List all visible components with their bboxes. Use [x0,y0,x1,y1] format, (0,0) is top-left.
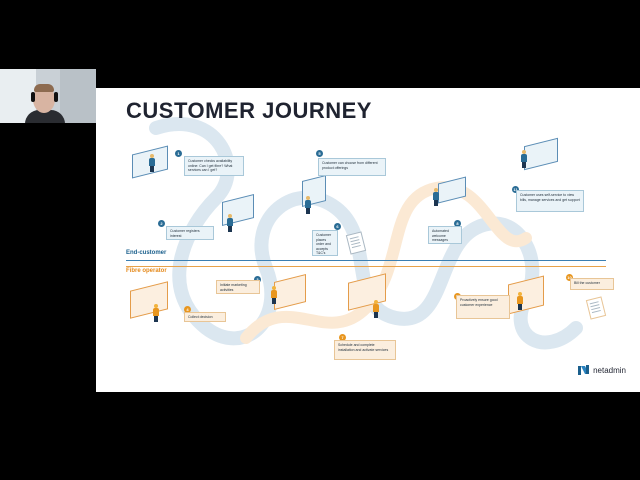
headset-icon [54,92,58,102]
step-label: Bill the customer [570,278,614,290]
presenter-hair [34,84,54,92]
lane-divider-fibre-operator [126,266,606,267]
step-number: 6 [334,223,341,230]
netadmin-logo-icon [578,365,590,375]
step-label: Customer uses self-service to view bills… [516,190,584,212]
customer-figure [148,154,156,172]
step-label: Schedule and complete installation and a… [334,340,396,360]
presenter-body [25,110,65,123]
lane-label-end-customer: End-customer [126,250,167,256]
step-number: 11 [512,186,519,193]
step-label: Initiate marketing activities [216,280,260,294]
background-path-decoration [149,117,583,350]
customer-figure [304,196,312,214]
presenter-head [33,86,55,113]
step-number: 3 [254,276,261,283]
customer-figure [226,214,234,232]
slide-title: CUSTOMER JOURNEY [126,98,372,123]
step-number: 8 [454,220,461,227]
step-number: 7 [339,334,346,341]
step-number: 5 [316,150,323,157]
step-label: Collect decision [184,312,226,322]
step-number: 2 [158,220,165,227]
step-label: Customer can choose from different produ… [318,158,386,176]
step-label: Customer registers interest [166,226,214,240]
brand-name: netadmin [593,365,626,375]
lane-divider-end-customer [126,260,606,261]
operator-figure [372,300,380,318]
operator-figure [516,292,524,310]
step-label: Customer places order and accepts T&C's [312,230,338,256]
step-label: Customer checks availability online: Can… [184,156,244,176]
operator-figure [152,304,160,322]
customer-figure [520,150,528,168]
lane-label-fibre-operator: Fibre operator [126,268,167,274]
headset-icon [31,92,35,102]
customer-figure [432,188,440,206]
step-number: 4 [184,306,191,313]
step-number: 10 [566,274,573,281]
brand-logo: netadmin [578,364,626,376]
step-number: 1 [175,150,182,157]
operator-figure [270,286,278,304]
presentation-slide: CUSTOMER JOURNEY End-customer Fibre oper… [96,88,640,392]
step-label: Automated welcome messages [428,226,462,244]
webcam-wall [60,69,96,123]
webcam-feed [0,69,96,123]
step-label: Proactively ensure good customer experie… [456,295,510,319]
